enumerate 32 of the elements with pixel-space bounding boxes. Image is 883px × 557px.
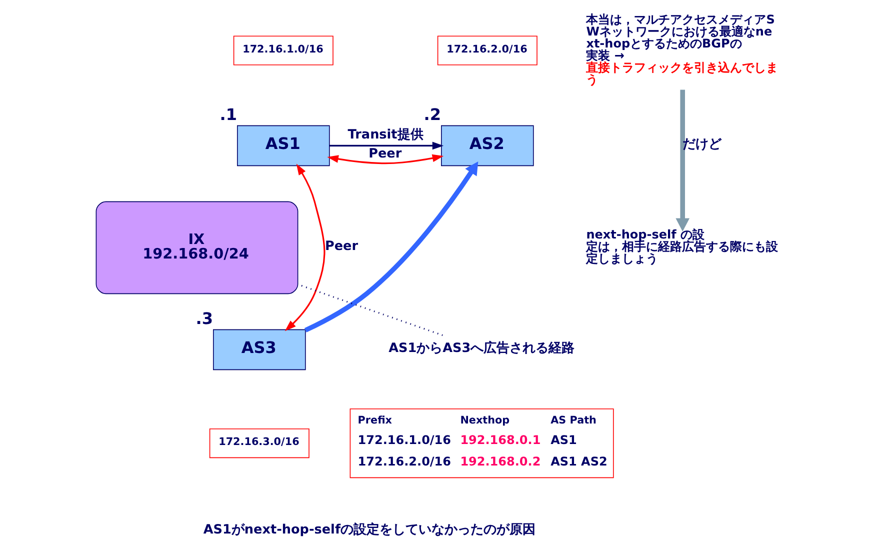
node-box: 172.16.2.0/16 (436, 36, 537, 66)
arrow (675, 90, 690, 232)
label: 172.16.2.0/16 (357, 454, 451, 469)
edge-label: Transit提供 (347, 127, 423, 142)
label: AS1がnext-hop-selfの設定をしていなかったのが原因 (202, 522, 536, 538)
node-text: next-hop-self の設定は，相手に経路広告する際にも設定しましょう (586, 228, 778, 266)
node-text: AS1からAS3へ広告される経路 (388, 340, 574, 356)
label: Nexthop (460, 414, 510, 427)
node-box: 172.16.1.0/16 (232, 36, 333, 66)
edge-label: だけど (682, 136, 722, 152)
node-label: .3 (195, 309, 213, 328)
label: Prefix (357, 414, 392, 427)
node-box: AS3 (212, 329, 306, 370)
node-label: .1 (219, 105, 237, 124)
node-box: AS1 (236, 125, 330, 166)
arrow (284, 164, 325, 332)
label: AS1 AS2 (550, 454, 607, 469)
label: 172.16.1.0/16 (357, 433, 451, 448)
node-text: 本当は，マルチアクセスメディアSWネットワークにおける最適なnext-hopとするためのBGPの実装 → 直接トラフィックを引き込んでしまう (586, 12, 778, 86)
node-box: IX 192.168.0/24 (95, 201, 298, 294)
arrow (328, 142, 444, 150)
label: 192.168.0.1 (460, 433, 540, 448)
node-box: AS2 (440, 125, 534, 166)
label: 192.168.0.2 (460, 454, 540, 469)
edge-label: Peer (368, 146, 402, 162)
arrow (304, 162, 478, 332)
node-label: .2 (423, 105, 441, 124)
node-box: 172.16.3.0/16 (208, 428, 309, 458)
label: AS Path (550, 414, 596, 427)
label: AS1 (550, 433, 576, 448)
arrow (326, 154, 444, 164)
edge-label: Peer (324, 238, 358, 254)
